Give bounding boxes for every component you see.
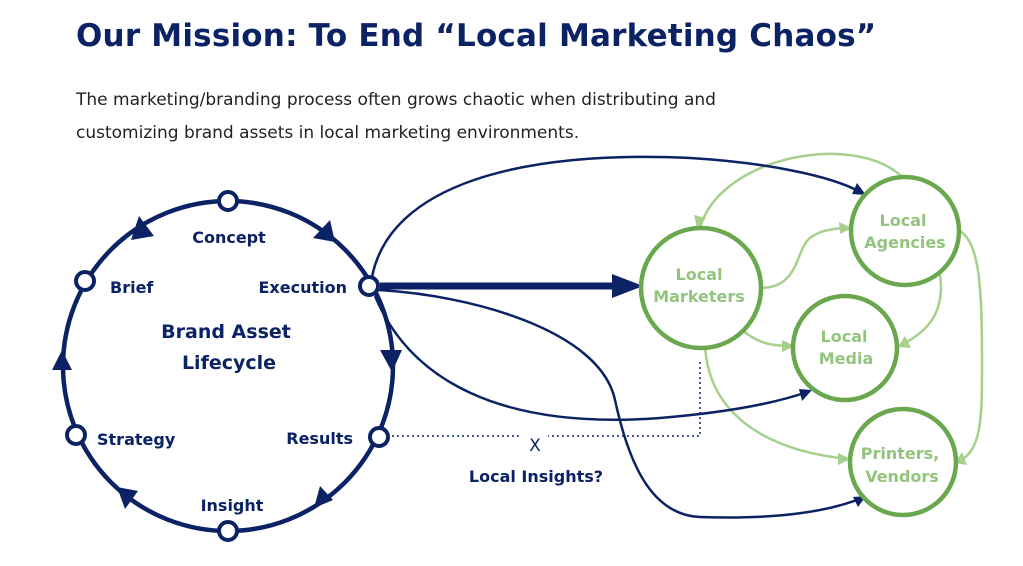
stage-node-concept	[217, 190, 239, 212]
local-insights-dotted-path	[392, 360, 701, 437]
connector-execution-to-printers	[377, 288, 863, 519]
subtitle-line-2: customizing brand assets in local market…	[76, 123, 580, 143]
stage-label-brief: Brief	[110, 278, 154, 297]
node-local-media	[790, 293, 900, 403]
node-local-agencies	[848, 174, 962, 288]
stage-label-results: Results	[286, 429, 353, 448]
stage-label-insight: Insight	[201, 496, 264, 515]
subtitle-line-1: The marketing/branding process often gro…	[76, 90, 716, 110]
stage-label-concept: Concept	[192, 228, 266, 247]
stage-node-strategy	[65, 424, 87, 446]
stage-label-strategy: Strategy	[97, 430, 176, 449]
ring-arrow-icon	[314, 486, 333, 508]
connector-arrow-icon	[799, 389, 812, 401]
node-printers-vendors-label-1: Printers,	[861, 444, 939, 463]
connector-arrow-icon	[839, 222, 852, 234]
stage-node-insight	[217, 520, 239, 542]
stage-node-results	[368, 426, 390, 448]
node-local-marketers-label-2: Marketers	[653, 287, 745, 306]
ring-arrow-icon	[117, 487, 138, 509]
node-printers-vendors	[847, 406, 959, 518]
page-title: Our Mission: To End “Local Marketing Cha…	[76, 18, 877, 54]
node-local-marketers-label-1: Local	[676, 265, 723, 284]
page-subtitle: The marketing/branding process often gro…	[76, 84, 836, 150]
main-arrow-head-icon	[612, 274, 643, 298]
connector-agencies-to-printers	[957, 228, 984, 464]
node-local-marketers	[638, 225, 764, 351]
connector-execution-to-agencies	[370, 155, 861, 278]
connector-agencies-to-marketers	[698, 152, 906, 229]
connector-agencies-to-media	[902, 274, 943, 346]
ring-arrow-icon	[52, 350, 72, 370]
stage-label-execution: Execution	[259, 278, 348, 297]
connector-arrow-icon	[694, 215, 706, 228]
lifecycle-center-line-1: Brand Asset	[161, 321, 291, 343]
connector-execution-to-media	[373, 295, 808, 422]
node-local-agencies-label-1: Local	[880, 211, 927, 230]
node-local-agencies-label-2: Agencies	[864, 233, 945, 252]
connector-arrow-icon	[852, 183, 866, 195]
x-mark-background	[522, 426, 548, 448]
connector-marketers-to-printers	[703, 344, 849, 461]
stage-node-execution	[358, 275, 380, 297]
node-printers-vendors-label-2: Vendors	[865, 467, 939, 486]
node-local-media-label-2: Media	[819, 349, 874, 368]
node-local-media-label-1: Local	[821, 327, 868, 346]
local-insights-x-mark: X	[529, 436, 541, 456]
connector-marketers-to-agencies	[759, 226, 850, 290]
local-insights-label: Local Insights?	[469, 467, 603, 486]
connector-arrow-icon	[898, 336, 911, 348]
stage-node-brief	[74, 270, 96, 292]
ring-arrow-icon	[380, 350, 402, 372]
connector-arrow-icon	[782, 340, 795, 352]
ring-arrow-icon	[131, 216, 154, 240]
connector-arrow-icon	[838, 453, 851, 465]
ring-arrow-icon	[313, 220, 335, 242]
lifecycle-center-line-2: Lifecycle	[182, 352, 276, 374]
